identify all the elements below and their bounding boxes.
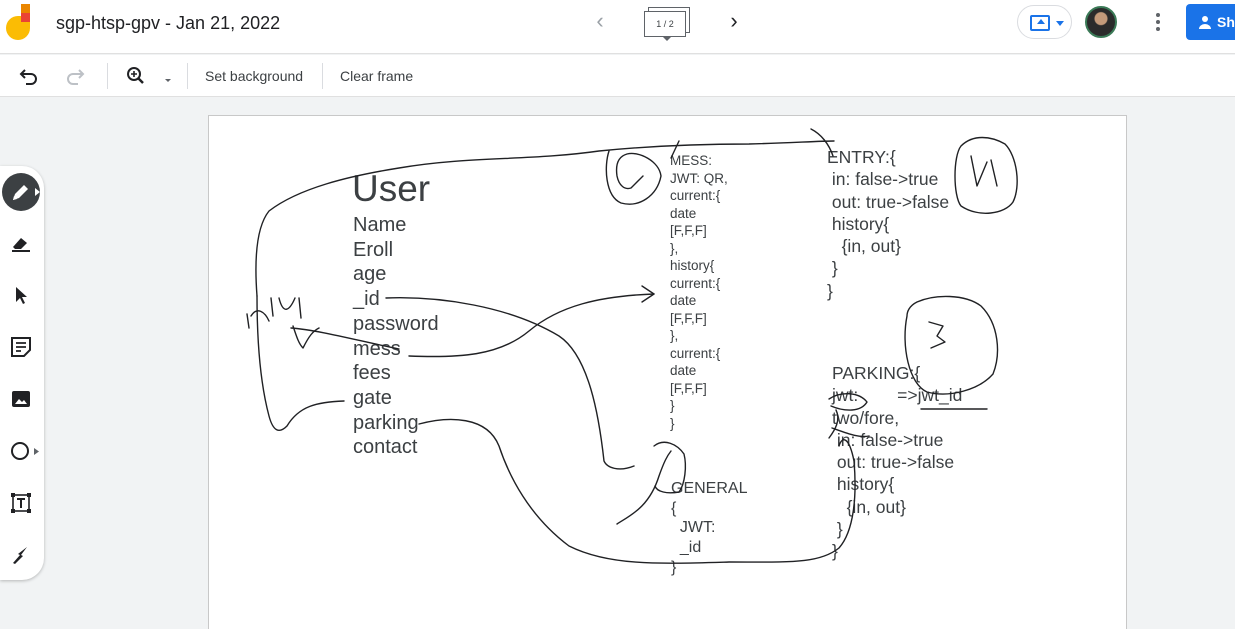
zoom-button[interactable] xyxy=(124,61,178,91)
share-button[interactable]: Sh xyxy=(1186,4,1235,40)
select-tool[interactable] xyxy=(0,274,44,318)
pen-tool[interactable] xyxy=(2,173,40,211)
undo-button[interactable] xyxy=(18,61,42,91)
previous-frame-button[interactable]: ‹ xyxy=(596,8,604,33)
share-person-icon xyxy=(1199,16,1211,29)
document-title[interactable]: sgp-htsp-gpv - Jan 21, 2022 xyxy=(56,13,281,33)
expand-tool-icon xyxy=(34,448,39,455)
pen-icon xyxy=(13,185,28,200)
toolbar-divider xyxy=(187,63,188,89)
shape-tool[interactable] xyxy=(0,430,44,474)
more-options-button[interactable] xyxy=(1146,10,1170,34)
tool-rail xyxy=(0,166,44,580)
chevron-down-icon xyxy=(663,37,671,41)
mess-schema-text: MESS: JWT: QR, current:{ date [F,F,F] },… xyxy=(670,153,728,431)
user-fields-text: Name Eroll age _id password mess fees ga… xyxy=(353,214,439,459)
toolbar-divider xyxy=(107,63,108,89)
circle-shape-icon xyxy=(11,442,29,460)
parking-schema-text: PARKING:{ jwt: =>jwt_id two/fore, in: fa… xyxy=(832,363,963,562)
freehand-ink-layer xyxy=(246,128,1018,564)
frame-bar-toggle[interactable]: 1 / 2 xyxy=(644,7,690,41)
jamboard-logo[interactable] xyxy=(6,4,36,42)
eraser-tool[interactable] xyxy=(0,222,44,266)
image-tool[interactable] xyxy=(0,378,44,422)
share-label: Sh xyxy=(1217,14,1235,30)
present-button[interactable] xyxy=(1017,5,1072,39)
image-icon xyxy=(12,391,30,407)
cursor-arrow-icon xyxy=(16,287,27,304)
redo-icon xyxy=(67,69,85,85)
text-box-icon xyxy=(11,493,31,513)
next-frame-button[interactable]: › xyxy=(730,8,738,33)
clear-frame-button[interactable]: Clear frame xyxy=(340,68,414,84)
sticky-note-icon xyxy=(11,337,31,357)
expand-tool-icon xyxy=(35,188,40,196)
text-box-tool[interactable] xyxy=(0,482,44,526)
toolbar: Set background Clear frame xyxy=(0,55,1235,97)
set-background-button[interactable]: Set background xyxy=(205,68,304,84)
chevron-down-icon xyxy=(1056,21,1064,26)
header-bar: sgp-htsp-gpv - Jan 21, 2022 ‹ 1 / 2 › Sh xyxy=(0,0,1235,54)
redo-button[interactable] xyxy=(64,61,88,91)
general-schema-text: GENERAL { JWT: _id } xyxy=(671,480,748,576)
entry-schema-text: ENTRY:{ in: false->true out: true->false… xyxy=(827,147,950,301)
laser-tool[interactable] xyxy=(0,534,44,578)
undo-icon xyxy=(19,69,37,85)
jam-frame-canvas[interactable]: User Name Eroll age _id password mess fe… xyxy=(208,115,1127,629)
sticky-note-tool[interactable] xyxy=(0,326,44,370)
toolbar-divider xyxy=(322,63,323,89)
frame-counter: 1 / 2 xyxy=(644,11,686,37)
laser-pointer-icon xyxy=(13,547,27,564)
zoom-in-icon xyxy=(127,67,171,84)
account-avatar[interactable] xyxy=(1085,6,1117,38)
present-icon xyxy=(1030,15,1050,31)
eraser-icon xyxy=(12,238,30,252)
